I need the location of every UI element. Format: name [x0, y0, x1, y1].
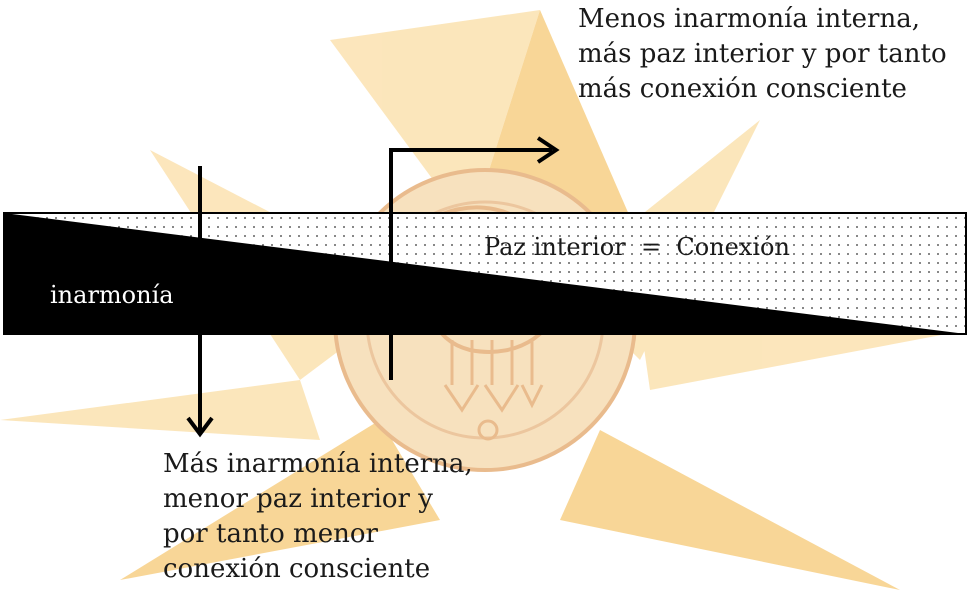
up-right-arrow-head: [536, 136, 560, 164]
top-caption: Menos inarmonía interna, más paz interio…: [578, 2, 947, 107]
harmony-bar: [3, 212, 967, 335]
top-caption-line-3: más conexión consciente: [578, 74, 907, 104]
top-caption-line-2: más paz interior y por tanto: [578, 39, 947, 69]
bottom-caption-line-2: menor paz interior y: [163, 484, 433, 514]
ray-bottom-left: [120, 420, 440, 580]
bar-outline: [3, 212, 967, 335]
up-right-arrow: [389, 136, 560, 380]
bottom-caption-line-3: por tanto menor: [163, 519, 378, 549]
ray-far-right: [640, 320, 968, 390]
bottom-caption-line-4: conexión consciente: [163, 554, 431, 584]
down-arrow-head: [186, 416, 214, 438]
bottom-caption-line-1: Más inarmonía interna,: [163, 449, 473, 479]
emblem-feathers: [443, 340, 544, 413]
ray-far-left: [0, 380, 320, 440]
bottom-caption: Más inarmonía interna, menor paz interio…: [163, 447, 473, 587]
bar-dark-label: inarmonía: [50, 281, 174, 309]
emblem-dot: [477, 419, 499, 441]
ray-bottom-right: [560, 430, 900, 590]
down-arrow: [186, 166, 214, 438]
bar-light-label: Paz interior = Conexión: [484, 233, 790, 261]
up-right-arrow-shaft: [389, 148, 552, 380]
top-caption-line-1: Menos inarmonía interna,: [578, 4, 920, 34]
bar-dark-wedge: [4, 213, 966, 334]
